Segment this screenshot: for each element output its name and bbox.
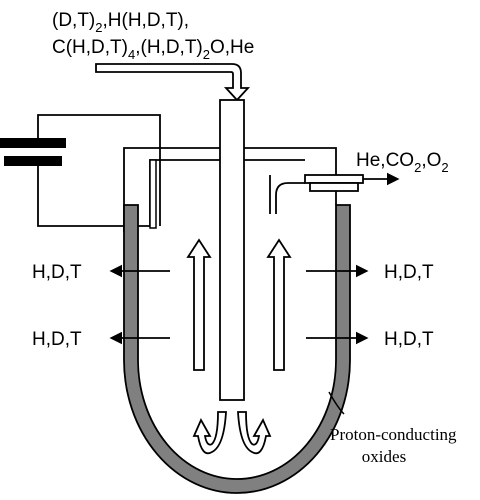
outlet-gas-label: He,CO2,O2 bbox=[356, 150, 449, 175]
permeation-arrows-right bbox=[306, 264, 369, 345]
membrane-label-line1: Proton-conducting bbox=[330, 425, 457, 444]
flow-arrow-left bbox=[186, 238, 212, 371]
feed-inlet-arrow bbox=[95, 63, 251, 102]
wire-lower bbox=[37, 162, 150, 227]
central-feed-tube bbox=[219, 99, 245, 401]
permeate-label-left-upper: H,D,T bbox=[32, 262, 82, 283]
curl-arrow-right bbox=[237, 411, 272, 455]
membrane-callout-line bbox=[328, 391, 345, 415]
bottom-curl-arrows bbox=[192, 411, 272, 455]
feed-gas-label-line2: C(H,D,T)4,(H,D,T)2O,He bbox=[52, 37, 254, 62]
membrane-label-line2: oxides bbox=[362, 447, 406, 466]
flow-arrow-right bbox=[266, 238, 292, 371]
anode-lead-strip bbox=[149, 159, 157, 229]
battery-plate-bottom bbox=[4, 156, 62, 166]
wire-outer bbox=[37, 114, 161, 226]
outlet-port bbox=[275, 172, 400, 214]
curl-arrow-left bbox=[192, 411, 227, 455]
permeate-label-right-upper: H,D,T bbox=[384, 262, 434, 283]
permeate-label-left-lower: H,D,T bbox=[32, 329, 82, 350]
proton-conducting-membrane bbox=[123, 204, 351, 494]
permeate-label-right-lower: H,D,T bbox=[384, 329, 434, 350]
battery-plate-top bbox=[0, 138, 66, 148]
power-source bbox=[0, 114, 161, 227]
feed-gas-label-line1: (D,T)2,H(H,D,T), bbox=[52, 10, 189, 35]
upward-flow-arrows bbox=[186, 238, 292, 371]
permeation-arrows-left bbox=[109, 264, 170, 345]
